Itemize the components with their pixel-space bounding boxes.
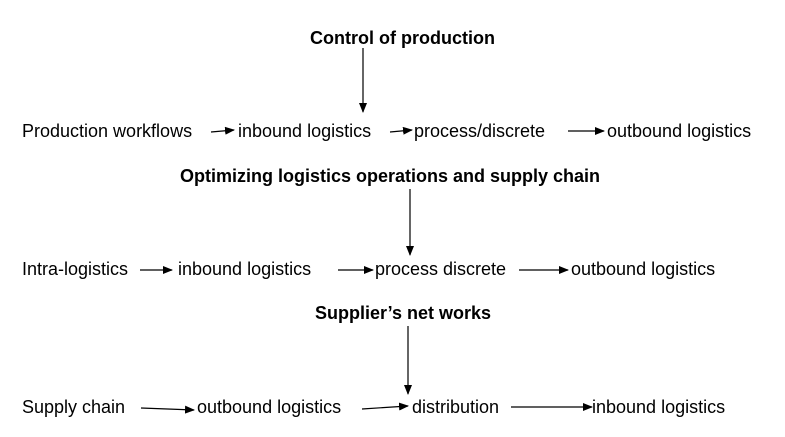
node-outbound-logistics-3: outbound logistics (197, 397, 342, 417)
node-distribution: distribution (412, 397, 500, 417)
node-process-discrete-1: process/discrete (414, 121, 546, 141)
heading-control-of-production: Control of production (310, 28, 495, 48)
node-production-workflows: Production workflows (22, 121, 193, 141)
arrow-1-b (389, 126, 413, 135)
arrow-3-b (361, 402, 409, 411)
node-inbound-logistics-2: inbound logistics (178, 259, 312, 279)
node-supply-chain: Supply chain (22, 397, 126, 417)
heading-optimizing-logistics: Optimizing logistics operations and supp… (180, 166, 601, 186)
arrow-1-a (210, 126, 235, 135)
node-outbound-logistics-2: outbound logistics (571, 259, 716, 279)
heading-suppliers-networks: Supplier’s net works (315, 303, 492, 323)
node-process-discrete-2: process discrete (375, 259, 507, 279)
node-inbound-logistics-3: inbound logistics (592, 397, 726, 417)
node-intra-logistics: Intra-logistics (22, 259, 129, 279)
arrow-3-a (140, 405, 195, 414)
node-outbound-logistics-1: outbound logistics (607, 121, 752, 141)
node-inbound-logistics-1: inbound logistics (238, 121, 372, 141)
